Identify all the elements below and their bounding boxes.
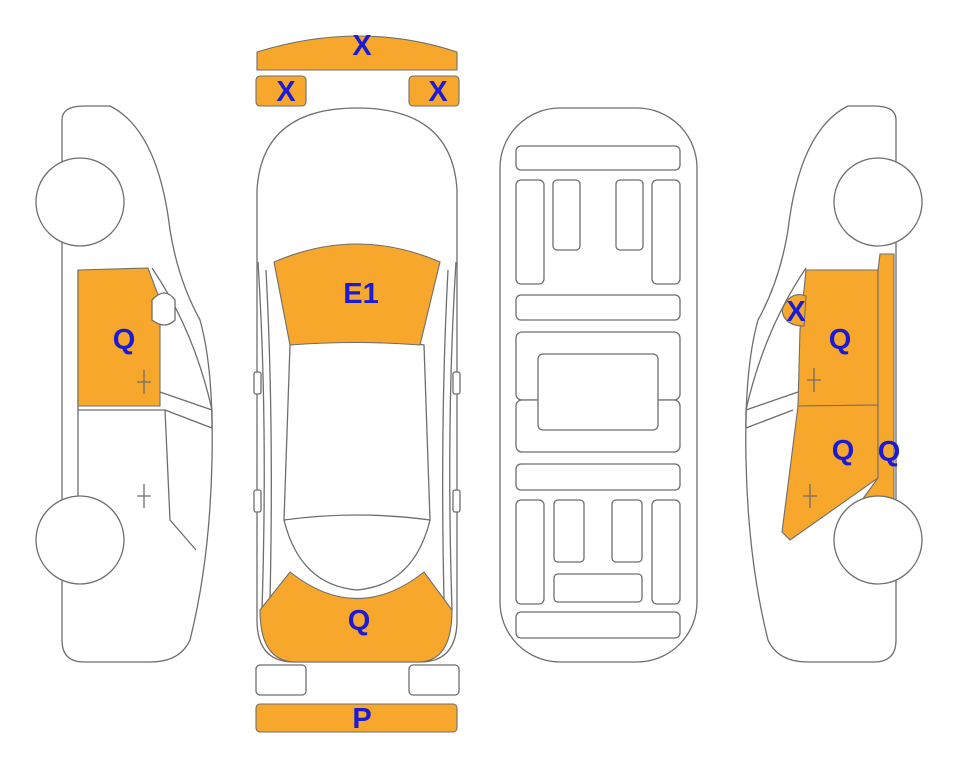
right-rear-door-panel[interactable] <box>781 404 879 541</box>
right-front-wheel[interactable] <box>833 157 923 247</box>
top-view-car: X X X E1 Q P <box>253 30 461 735</box>
trunk-panel[interactable] <box>259 571 453 663</box>
front-bumper-panel[interactable] <box>256 35 458 71</box>
right-side-view: Q Q Q X <box>745 105 923 663</box>
trunk-label: Q <box>348 605 371 637</box>
rear-right-light[interactable] <box>408 664 460 696</box>
left-side-view: Q <box>35 105 213 663</box>
left-front-wheel[interactable] <box>35 157 125 247</box>
left-rear-door-label: Q <box>113 324 136 356</box>
right-mirror-label: X <box>786 296 806 328</box>
front-left-light-panel[interactable] <box>255 75 307 107</box>
right-rear-wheel[interactable] <box>833 495 923 585</box>
rear-bumper-label: P <box>352 703 371 735</box>
underbody-view <box>499 107 698 663</box>
right-front-door-label: Q <box>829 324 852 356</box>
rear-bumper-panel[interactable] <box>255 703 458 733</box>
right-quarter-panel-label: Q <box>878 436 901 468</box>
hood-label: E1 <box>343 278 378 310</box>
left-rear-wheel[interactable] <box>35 495 125 585</box>
right-mirror-panel[interactable] <box>781 294 807 327</box>
front-left-light-label: X <box>276 76 296 108</box>
front-right-light-panel[interactable] <box>408 75 460 107</box>
left-rear-door-panel[interactable] <box>77 267 161 407</box>
right-rear-door-label: Q <box>832 435 855 467</box>
hood-panel[interactable] <box>273 243 441 346</box>
rear-left-light[interactable] <box>255 664 307 696</box>
top-view-body <box>256 107 458 663</box>
front-right-light-label: X <box>428 76 448 108</box>
front-bumper-label: X <box>352 30 372 62</box>
